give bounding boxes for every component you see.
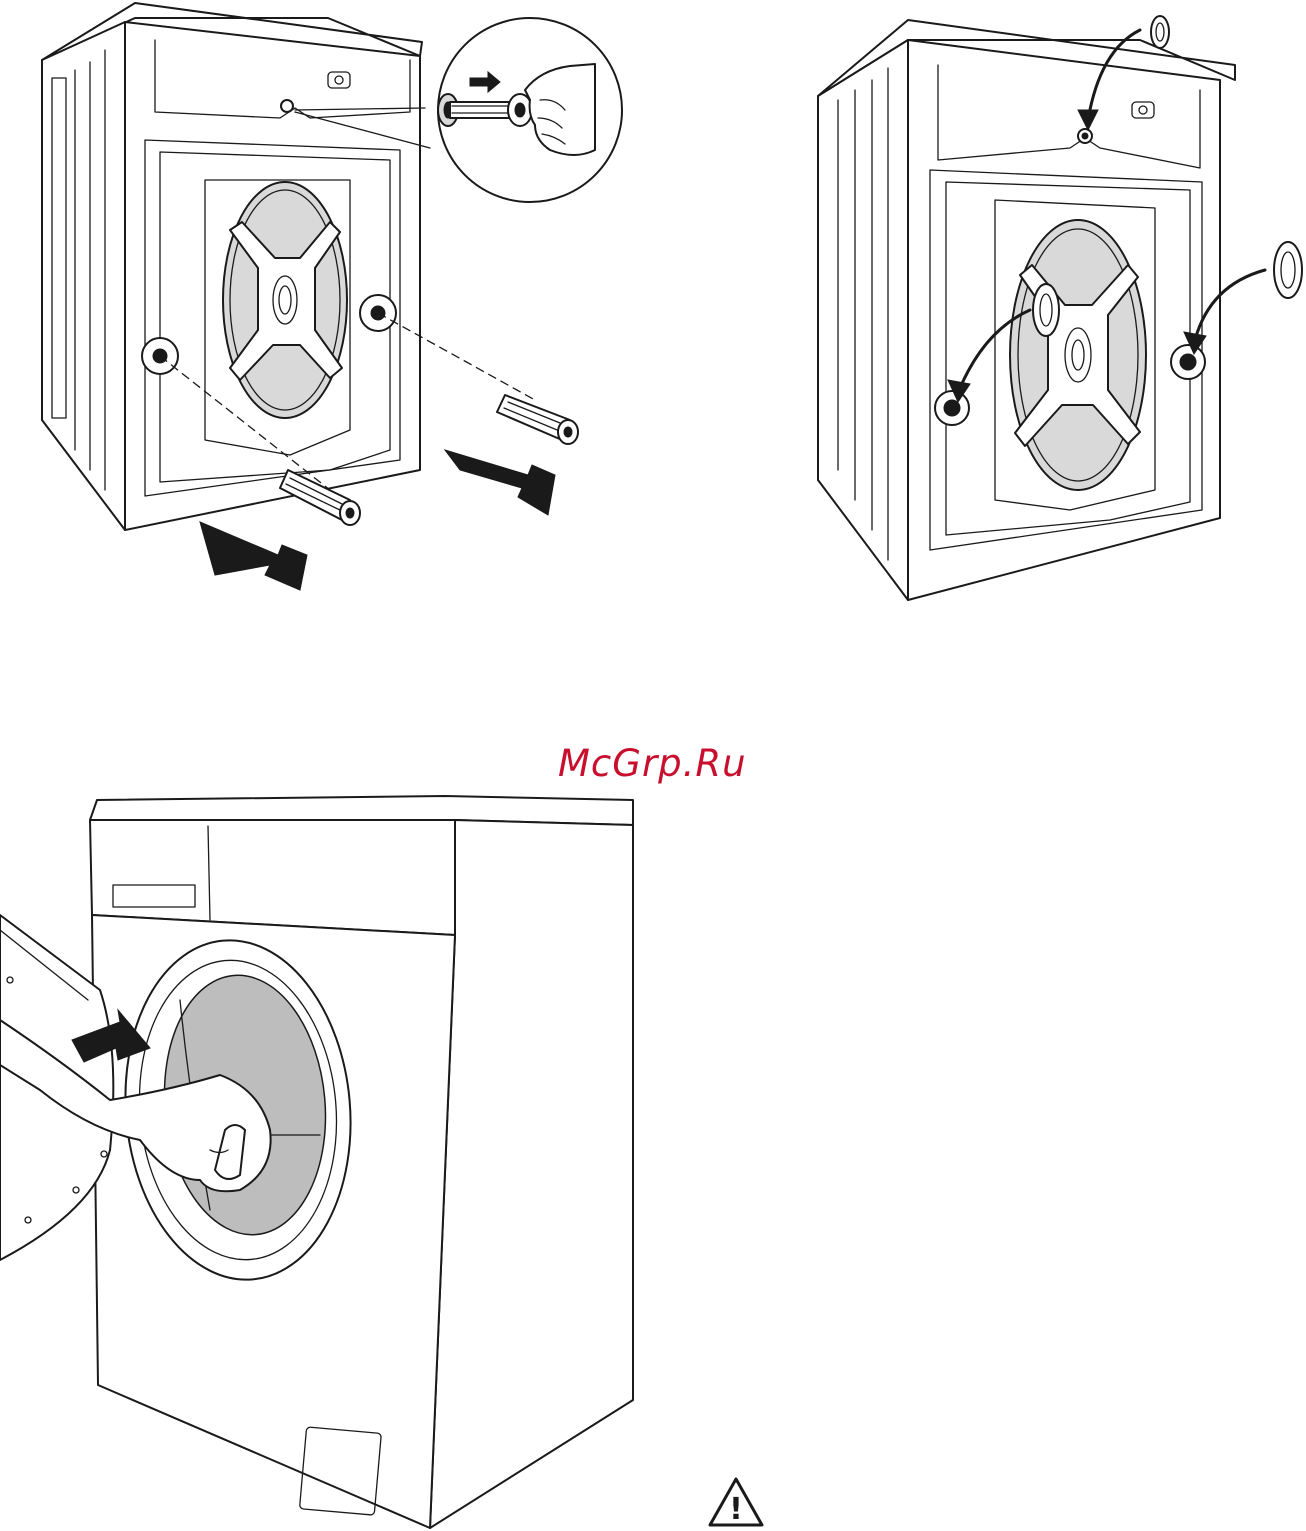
washing-machine-rear-icon	[30, 0, 630, 600]
warning-symbol: !	[729, 1492, 743, 1527]
rear-view-bolt-removal-illustration	[30, 0, 630, 600]
rear-view-cap-insertion-illustration	[810, 10, 1306, 610]
washing-machine-front-icon	[0, 790, 645, 1531]
warning-triangle-icon: !	[707, 1476, 765, 1528]
watermark-text: McGrp.Ru	[558, 742, 747, 785]
front-view-drum-check-illustration	[0, 790, 645, 1531]
washing-machine-rear-caps-icon	[810, 10, 1306, 610]
